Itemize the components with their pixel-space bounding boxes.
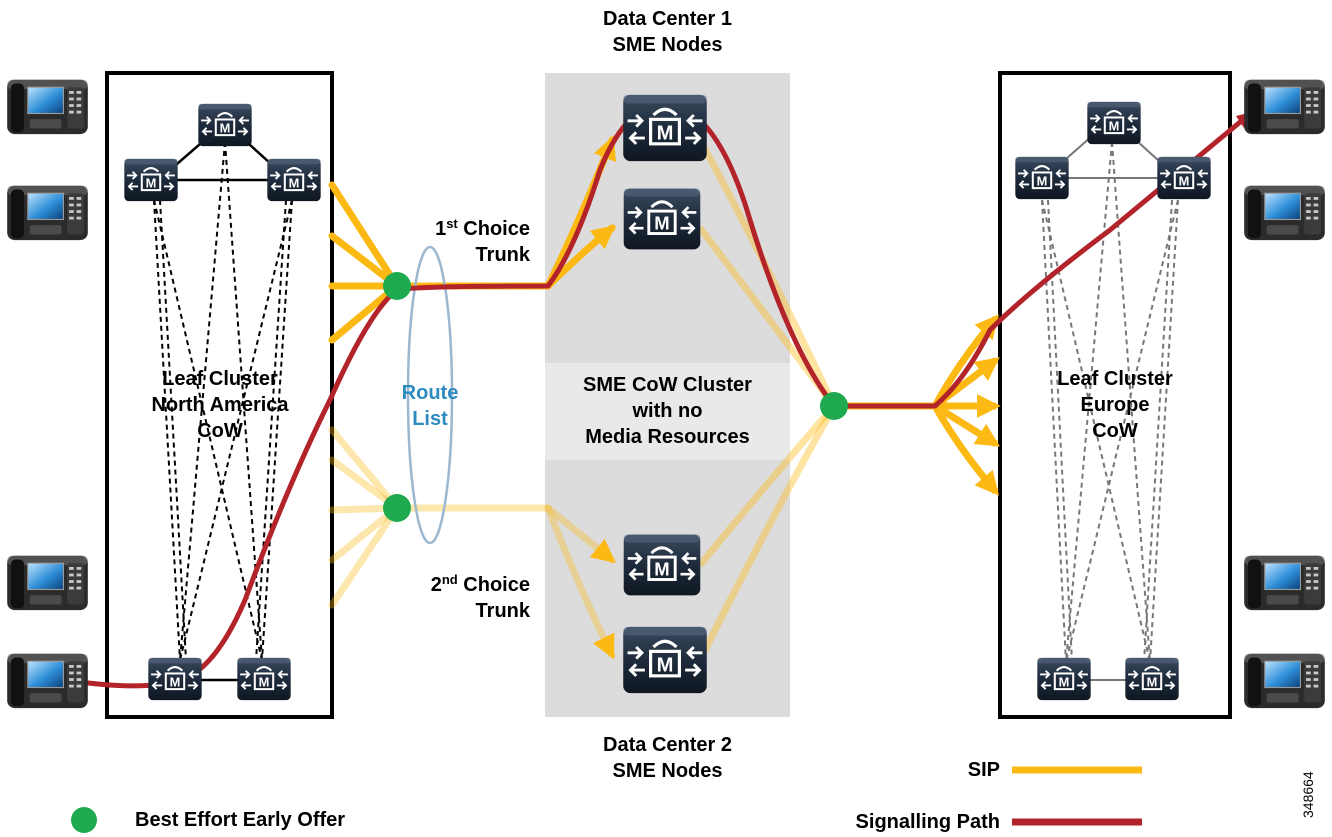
leaf-eu-line2: Europe bbox=[1080, 394, 1150, 416]
first-choice-word: Choice bbox=[457, 218, 530, 240]
phone-eu-1 bbox=[1243, 79, 1326, 135]
dc1-label-line1: Data Center 1 bbox=[603, 8, 732, 30]
route-list-line1: Route bbox=[401, 382, 459, 404]
dc2-label: Data Center 2 SME Nodes bbox=[560, 732, 775, 784]
phone-eu-2 bbox=[1243, 185, 1326, 241]
na-node-top bbox=[197, 102, 253, 148]
second-choice-trunk-label: 2nd Choice Trunk bbox=[380, 572, 530, 624]
route-list-line2: List bbox=[412, 408, 448, 430]
second-choice-line2: Trunk bbox=[475, 600, 530, 622]
phone-na-3 bbox=[6, 555, 89, 611]
sme-cluster-line3: Media Resources bbox=[585, 426, 750, 448]
leaf-na-line1: Leaf Cluster bbox=[162, 368, 278, 390]
phone-na-1 bbox=[6, 79, 89, 135]
sme-cluster-line1: SME CoW Cluster bbox=[583, 374, 752, 396]
dc1-sme-node-2 bbox=[622, 187, 702, 251]
na-node-bottom-left bbox=[147, 656, 203, 702]
eu-node-bottom-left bbox=[1036, 656, 1092, 702]
dc1-label-line2: SME Nodes bbox=[612, 34, 723, 56]
second-choice-ordinal: 2 bbox=[430, 574, 442, 596]
early-offer-dot-sme bbox=[820, 392, 848, 420]
first-choice-line2: Trunk bbox=[475, 244, 530, 266]
leaf-cluster-eu-label: Leaf Cluster Europe CoW bbox=[1015, 366, 1215, 444]
sme-cluster-line2: with no bbox=[632, 400, 703, 422]
phone-eu-4 bbox=[1243, 653, 1326, 709]
first-choice-trunk-label: 1st Choice Trunk bbox=[380, 216, 530, 268]
sme-cluster-label: SME CoW Cluster with no Media Resources bbox=[545, 372, 790, 450]
legend-early-offer-dot bbox=[71, 807, 97, 833]
leaf-eu-line1: Leaf Cluster bbox=[1057, 368, 1173, 390]
dc2-label-line1: Data Center 2 bbox=[603, 734, 732, 756]
leaf-na-line2: North America bbox=[151, 394, 289, 416]
eu-node-top bbox=[1086, 100, 1142, 146]
route-list-label: Route List bbox=[380, 380, 480, 432]
second-choice-suffix: nd bbox=[441, 572, 458, 587]
legend-early-offer-label: Best Effort Early Offer bbox=[135, 809, 346, 831]
dc1-sme-node-1 bbox=[621, 93, 709, 163]
leaf-cluster-na-label: Leaf Cluster North America CoW bbox=[120, 366, 320, 444]
phone-na-4 bbox=[6, 653, 89, 709]
eu-node-right bbox=[1156, 155, 1212, 201]
leaf-na-line3: CoW bbox=[197, 420, 243, 442]
dc2-label-line2: SME Nodes bbox=[612, 760, 723, 782]
legend-signalling-label: Signalling Path bbox=[855, 811, 1000, 833]
first-choice-ordinal: 1 bbox=[435, 218, 447, 240]
na-node-left bbox=[123, 157, 179, 203]
na-node-bottom-right bbox=[236, 656, 292, 702]
eu-node-left bbox=[1014, 155, 1070, 201]
phone-eu-3 bbox=[1243, 555, 1326, 611]
dc2-sme-node-1 bbox=[622, 533, 702, 597]
second-choice-word: Choice bbox=[457, 574, 530, 596]
dc1-label: Data Center 1 SME Nodes bbox=[560, 6, 775, 58]
early-offer-dot-first-trunk bbox=[383, 272, 411, 300]
eu-node-bottom-right bbox=[1124, 656, 1180, 702]
phone-na-2 bbox=[6, 185, 89, 241]
leaf-eu-line3: CoW bbox=[1092, 420, 1138, 442]
route-list-ellipse bbox=[406, 245, 454, 545]
first-choice-suffix: st bbox=[446, 216, 458, 231]
figure-id: 348664 bbox=[1300, 771, 1316, 818]
na-node-right bbox=[266, 157, 322, 203]
signalling-path bbox=[85, 101, 1248, 689]
sme-cluster-band bbox=[545, 363, 790, 460]
dc2-sme-node-2 bbox=[621, 625, 709, 695]
legend-sip-label: SIP bbox=[967, 759, 1000, 781]
early-offer-dot-second-trunk bbox=[383, 494, 411, 522]
eu-mesh-links bbox=[1041, 141, 1179, 663]
